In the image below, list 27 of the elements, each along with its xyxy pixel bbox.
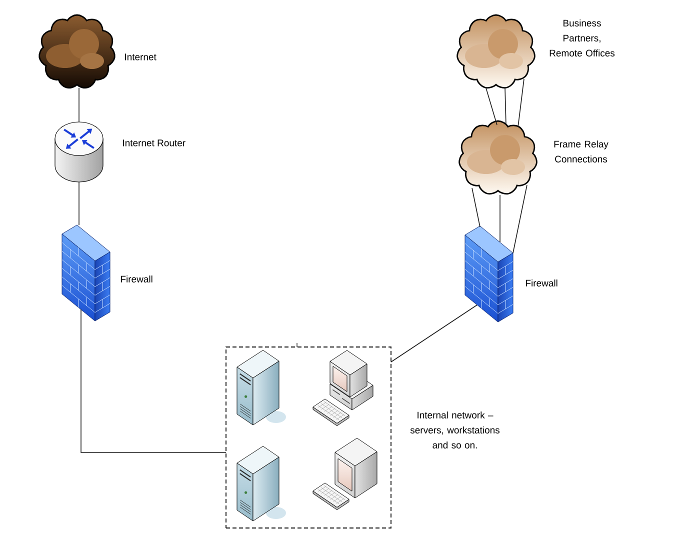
group-box: [226, 346, 392, 528]
device-label: Internet Router: [123, 140, 186, 146]
device-label: Frame Relay Connections: [554, 140, 608, 162]
device-label: Firewall: [121, 276, 152, 282]
connector-line: [504, 88, 506, 126]
device-label: Internet: [125, 54, 156, 60]
cloud: [38, 14, 116, 89]
firewall: [464, 226, 514, 322]
connector-line: [518, 78, 524, 128]
device-label: Business Partners, Remote Offices: [550, 20, 615, 56]
workstation: [312, 350, 374, 426]
connector-line: [486, 88, 498, 126]
connector-line: [78, 88, 80, 122]
server: [236, 446, 286, 522]
router: [54, 122, 104, 182]
connector-line: [512, 184, 528, 254]
connector-line: [80, 309, 226, 453]
cloud: [458, 120, 538, 194]
cloud: [456, 14, 536, 88]
workstation: [312, 438, 378, 510]
firewall: [62, 224, 110, 322]
device-label: Firewall: [526, 280, 558, 286]
server: [236, 350, 286, 426]
network-label: Internal network – servers, workstations and so on.: [410, 412, 500, 448]
connector-line: [78, 182, 80, 226]
connector-line: [390, 304, 478, 362]
connector-line: [472, 188, 480, 228]
